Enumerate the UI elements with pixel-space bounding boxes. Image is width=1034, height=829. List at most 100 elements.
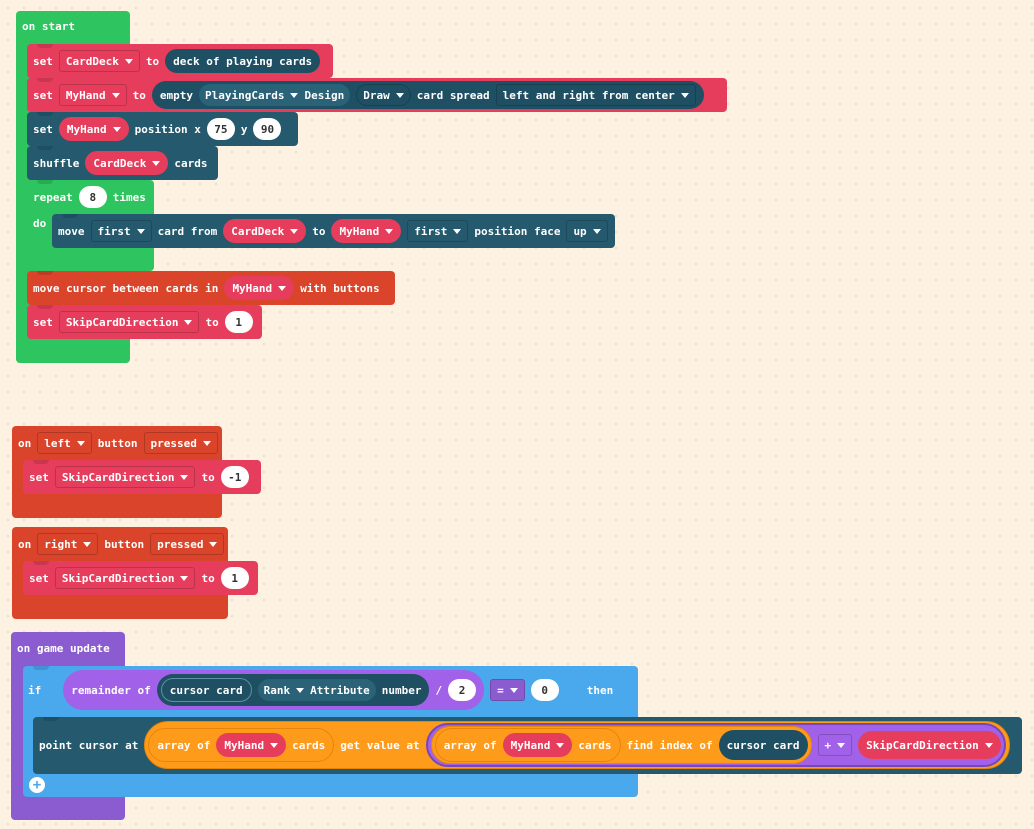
value-input[interactable]: 1 [224,311,253,333]
rank-label: Rank [263,683,291,697]
to-keyword: to [145,54,160,68]
design-block[interactable]: PlayingCards Design [199,84,351,106]
card-spread-label: card spread [416,88,490,102]
set-keyword: set [33,315,53,329]
remainder-block[interactable]: remainder of cursor card Rank Attribute … [63,670,485,710]
attribute-label: Attribute [310,683,370,697]
chevron-down-icon [290,228,299,234]
button-label: button [97,436,138,450]
skipcarddirection-variable[interactable]: SkipCardDirection [858,731,1001,759]
set-skip-direction-block[interactable]: set SkipCardDirection to -1 [23,460,261,494]
chevron-down-icon [290,92,299,98]
myhand-variable[interactable]: MyHand [502,733,573,757]
to-keyword: to [132,88,146,102]
chevron-down-icon [184,319,193,325]
set-position-block[interactable]: set MyHand position x 75 y 90 [27,112,298,146]
to-keyword: to [201,571,215,585]
chevron-down-icon [592,228,601,234]
myhand-variable[interactable]: MyHand [331,219,402,243]
array-of-hand-block[interactable]: array of MyHand cards [434,728,621,762]
x-input[interactable]: 75 [206,118,235,140]
design-label: Design [304,88,345,102]
value-input[interactable]: 1 [220,567,249,589]
myhand-variable[interactable]: MyHand [224,276,295,300]
set-keyword: set [33,54,53,68]
set-skip-direction-block[interactable]: set SkipCardDirection to 1 [23,561,258,595]
set-skip-direction-block[interactable]: set SkipCardDirection to 1 [27,305,262,339]
with-buttons-label: with buttons [300,281,380,295]
myhand-dropdown[interactable]: MyHand [58,84,127,106]
cursor-card-block[interactable]: cursor card [160,678,252,702]
plus-circle-icon[interactable]: + [29,777,45,793]
chevron-down-icon [112,126,121,132]
event-dropdown[interactable]: pressed [143,432,218,454]
set-carddeck-block[interactable]: set CardDeck to deck of playing cards [27,44,333,78]
move-cursor-block[interactable]: move cursor between cards in MyHand with… [27,271,395,305]
compare-operator-dropdown[interactable]: = [490,679,525,701]
shuffle-keyword: shuffle [33,156,80,170]
position-face-label: position face [474,224,561,238]
set-myhand-block[interactable]: set MyHand to empty PlayingCards Design … [27,78,727,112]
myhand-variable[interactable]: MyHand [58,117,129,141]
y-input[interactable]: 90 [253,118,282,140]
myhand-variable[interactable]: MyHand [216,733,287,757]
on-game-update-label: on game update [17,642,110,655]
set-keyword: set [29,571,49,585]
find-index-label: find index of [626,738,713,752]
chevron-down-icon [76,440,85,446]
event-dropdown[interactable]: pressed [150,533,225,555]
rank-attribute-block[interactable]: Rank Attribute [257,679,376,701]
chevron-down-icon [278,285,287,291]
carddeck-dropdown[interactable]: CardDeck [58,50,140,72]
chevron-down-icon [124,58,133,64]
skipcarddirection-dropdown[interactable]: SkipCardDirection [54,466,196,488]
to-keyword: to [201,470,215,484]
playingcards-label: PlayingCards [205,88,285,102]
cursor-attribute-block[interactable]: cursor card Rank Attribute number [156,674,430,706]
shuffle-block[interactable]: shuffle CardDeck cards [27,146,218,180]
button-dropdown[interactable]: right [37,533,99,555]
value-input[interactable]: -1 [220,466,249,488]
cursor-card-block[interactable]: cursor card [718,730,808,760]
move-keyword: move [58,224,85,238]
divisor-input[interactable]: 2 [448,679,477,701]
button-dropdown[interactable]: left [37,432,92,454]
spread-dropdown[interactable]: left and right from center [495,84,696,106]
empty-hand-block[interactable]: empty PlayingCards Design Draw card spre… [151,81,704,109]
on-start-label: on start [22,20,75,33]
button-label: button [104,537,145,551]
chevron-down-icon [984,742,993,748]
get-value-block[interactable]: array of MyHand cards get value at array… [144,721,1010,769]
then-keyword: then [586,683,614,697]
chevron-down-icon [111,92,120,98]
cards-label: cards [292,738,326,752]
carddeck-variable[interactable]: CardDeck [85,151,169,175]
y-label: y [240,122,248,136]
which-dropdown[interactable]: first [90,220,152,242]
carddeck-variable[interactable]: CardDeck [223,219,307,243]
chevron-down-icon [202,440,211,446]
face-dropdown[interactable]: up [566,220,608,242]
chevron-down-icon [209,541,218,547]
add-operator-dropdown[interactable]: + [817,734,853,756]
skipcarddirection-dropdown[interactable]: SkipCardDirection [54,567,196,589]
to-keyword: to [312,224,326,238]
position-dropdown[interactable]: first [407,220,469,242]
get-value-at-label: get value at [340,738,420,752]
compare-value-input[interactable]: 0 [530,679,559,701]
repeat-count-input[interactable]: 8 [78,186,107,208]
deck-of-playing-cards-block[interactable]: deck of playing cards [165,49,321,73]
chevron-down-icon [296,687,305,693]
to-keyword: to [205,315,219,329]
chevron-down-icon [453,228,462,234]
array-of-hand-block[interactable]: array of MyHand cards [148,728,335,762]
cards-label: cards [578,738,612,752]
move-card-block[interactable]: move first card from CardDeck to MyHand … [52,214,615,248]
find-index-block[interactable]: array of MyHand cards find index of curs… [430,726,812,764]
repeat-keyword: repeat [33,190,73,204]
point-cursor-block[interactable]: point cursor at array of MyHand cards ge… [33,717,1022,774]
design-dropdown[interactable]: Draw [356,84,411,106]
add-block[interactable]: array of MyHand cards find index of curs… [425,723,1006,767]
move-cursor-label: move cursor between cards in [33,281,219,295]
skipcarddirection-dropdown[interactable]: SkipCardDirection [58,311,200,333]
